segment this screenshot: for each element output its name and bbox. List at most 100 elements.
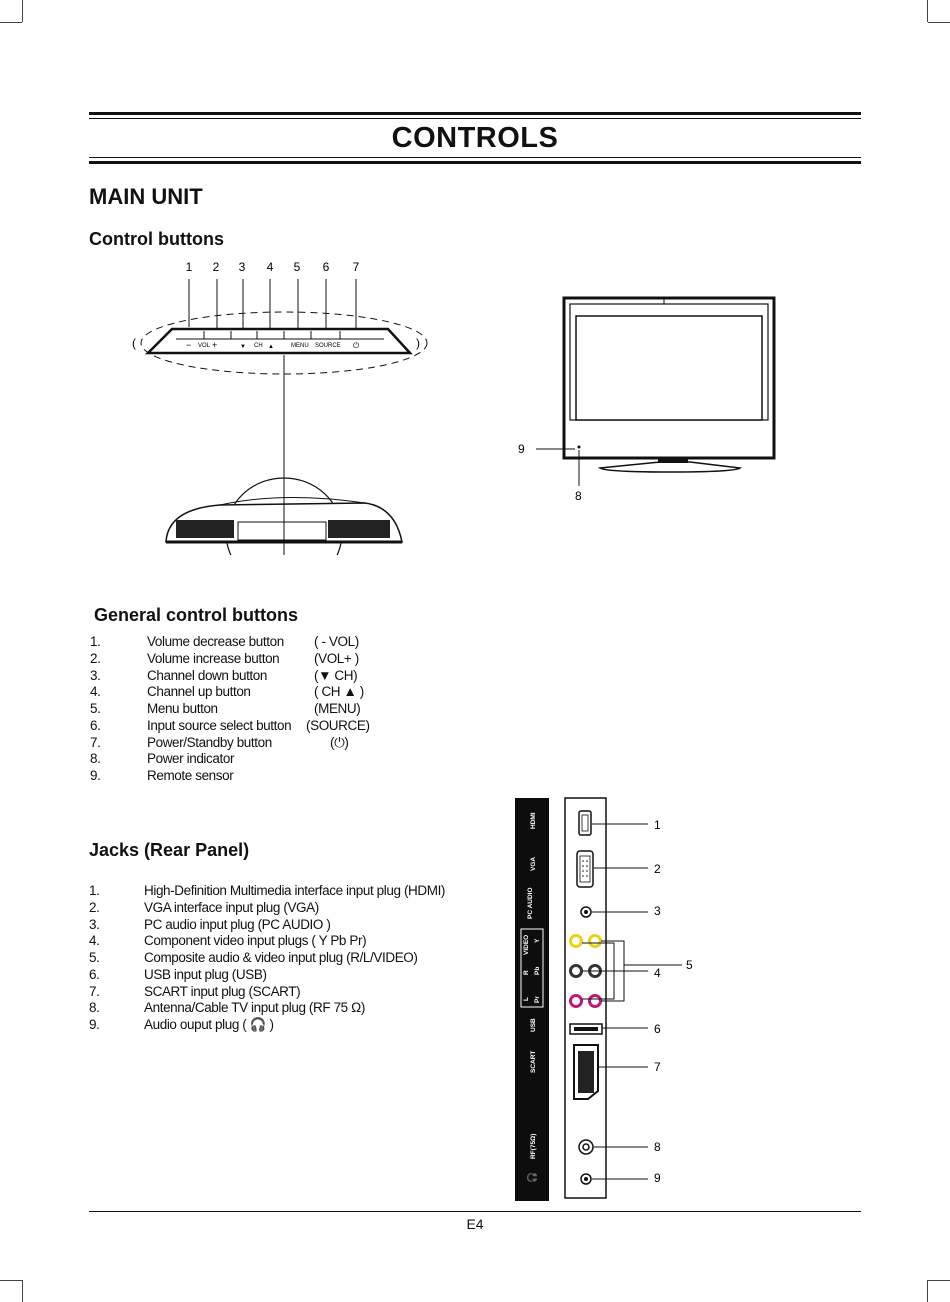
item-code: (⏻)	[330, 734, 349, 750]
strip-label-pc-audio: PC AUDIO	[527, 887, 534, 919]
list-item: 4.Component video input plugs ( Y Pb Pr)	[89, 933, 499, 950]
item-label: Power/Standby button	[147, 734, 272, 750]
strip-label-vga: VGA	[530, 857, 537, 871]
crop-mark	[22, 1280, 23, 1302]
rear-callouts: 1 2 3 4 5 6 7 8 9	[654, 818, 693, 1185]
section-heading: MAIN UNIT	[89, 184, 203, 209]
rear-callout-2: 2	[654, 862, 661, 876]
callout-5: 5	[294, 260, 301, 274]
crop-mark	[927, 0, 928, 22]
list-item: 8.Power indicator	[90, 751, 490, 768]
callout-4: 4	[267, 260, 274, 274]
rear-callout-1: 1	[654, 818, 661, 832]
rear-callout-4: 4	[654, 966, 661, 980]
list-item: 6.USB input plug (USB)	[89, 967, 499, 984]
svg-text:): )	[416, 336, 420, 350]
item-num: 7.	[90, 734, 101, 750]
rear-callout-8: 8	[654, 1140, 661, 1154]
callout-2: 2	[213, 260, 220, 274]
item-num: 1.	[89, 883, 100, 898]
crop-mark	[22, 0, 23, 22]
item-num: 3.	[90, 667, 101, 683]
item-code: (▼ CH)	[314, 667, 358, 683]
item-num: 3.	[89, 916, 100, 932]
item-label: Input source select button	[147, 717, 292, 733]
strip-label-l: L	[523, 997, 530, 1001]
item-code: ( CH ▲ )	[314, 684, 364, 700]
item-label: Volume increase button	[147, 650, 280, 666]
title-rule-top	[89, 112, 861, 115]
item-label: Power indicator	[147, 751, 235, 767]
rear-callout-3: 3	[654, 904, 661, 918]
jack-magenta-1	[569, 994, 583, 1008]
general-heading: General control buttons	[94, 605, 299, 625]
crop-mark	[928, 22, 950, 23]
item-text: VGA interface input plug (VGA)	[144, 899, 319, 915]
list-item: 8. Antenna/Cable TV input plug (RF 75 Ω)	[89, 1000, 499, 1017]
callout-1: 1	[186, 260, 193, 274]
strip-label-video: VIDEO	[523, 935, 530, 955]
crop-mark	[927, 1280, 928, 1302]
tv-callout-9: 9	[518, 442, 525, 456]
item-text: Composite audio & video input plug (R/L/…	[144, 950, 418, 965]
panel-labels: − VOL + ▼ CH ▲ MENU SOURCE ⏻	[186, 340, 360, 350]
callout-3: 3	[239, 260, 246, 274]
item-label: Channel up button	[147, 684, 251, 700]
jack-yellow-1	[569, 934, 583, 948]
menu-label: MENU	[291, 343, 309, 349]
list-item: 1.Volume decrease button( - VOL)	[90, 634, 490, 651]
item-num: 2.	[90, 650, 101, 666]
strip-label-y: Y	[534, 938, 541, 943]
strip-labels: HDMI VGA PC AUDIO VIDEO Y R Pb L Pr USB …	[523, 812, 541, 1183]
top-callouts: 1 2 3 4 5 6 7	[186, 260, 360, 274]
item-text: High-Definition Multimedia interface inp…	[144, 883, 446, 898]
callout-6: 6	[323, 260, 330, 274]
rear-callout-6: 6	[654, 1022, 661, 1036]
list-item: 7. Power/Standby button (⏻)	[90, 735, 490, 752]
tv-callout-8: 8	[575, 489, 582, 503]
list-item: 4. Channel up button ( CH ▲ )	[90, 684, 490, 701]
jack-white-1	[569, 964, 583, 978]
item-text: Component video input plugs ( Y Pb Pr)	[144, 933, 367, 949]
jacks-heading: Jacks (Rear Panel)	[89, 840, 250, 860]
item-num: 2.	[89, 899, 100, 915]
item-label: Volume decrease button	[147, 634, 284, 649]
general-list: 1.Volume decrease button( - VOL) 2.Volum…	[90, 634, 490, 785]
item-text: Antenna/Cable TV input plug (RF 75 Ω)	[144, 1000, 365, 1016]
crop-mark	[928, 1280, 950, 1281]
jack-magenta-2	[588, 994, 602, 1008]
strip-label-usb: USB	[530, 1018, 537, 1032]
item-label: Remote sensor	[147, 768, 234, 783]
strip-label-hdmi: HDMI	[530, 812, 537, 829]
item-text: PC audio input plug (PC AUDIO )	[144, 916, 331, 932]
list-item: 5. Composite audio & video input plug (R/…	[89, 950, 499, 967]
list-item: 1. High-Definition Multimedia interface i…	[89, 883, 499, 900]
item-code: ( - VOL)	[314, 634, 359, 649]
strip-label-r: R	[523, 970, 530, 975]
rear-callout-7: 7	[654, 1060, 661, 1074]
item-num: 9.	[89, 1017, 100, 1032]
ch-label: CH	[254, 343, 263, 349]
item-num: 6.	[90, 717, 101, 733]
crop-mark	[0, 22, 22, 23]
item-code: (VOL+ )	[314, 650, 359, 666]
ch-up-label: ▲	[268, 344, 274, 350]
item-code: (MENU)	[314, 701, 361, 716]
list-item: 3. PC audio input plug (PC AUDIO )	[89, 917, 499, 934]
list-item: 2. VGA interface input plug (VGA)	[89, 900, 499, 917]
list-item: 7.SCART input plug (SCART)	[89, 984, 499, 1001]
svg-text:(: (	[132, 336, 136, 350]
tv-front-diagram: 9 8	[518, 296, 776, 503]
list-item: 9.Remote sensor	[90, 768, 490, 785]
source-label: SOURCE	[315, 343, 341, 349]
title-rule-bottom-thin	[89, 157, 861, 158]
item-num: 5.	[89, 950, 100, 965]
list-item: 3.Channel down button(▼ CH)	[90, 668, 490, 685]
item-num: 4.	[90, 684, 101, 700]
item-text: SCART input plug (SCART)	[144, 983, 301, 999]
jack-yellow-2	[588, 934, 602, 948]
list-item: 2. Volume increase button (VOL+ )	[90, 651, 490, 668]
button-panel	[144, 327, 413, 355]
item-num: 8.	[89, 1000, 100, 1016]
ch-down-label: ▼	[240, 344, 246, 350]
